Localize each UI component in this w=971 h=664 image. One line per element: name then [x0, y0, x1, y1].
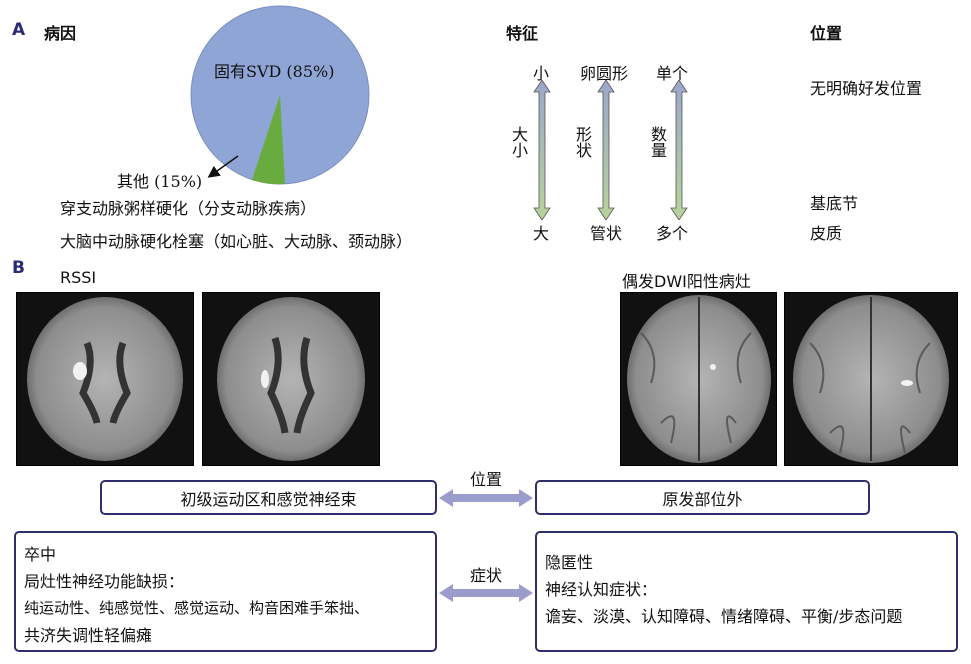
- dwi-symptom-line-1: 隐匿性: [545, 553, 594, 572]
- feature-shape-top: 卵圆形: [580, 64, 629, 83]
- dwi-symptom-line-3: 谵妄、淡漠、认知障碍、情绪障碍、平衡/步态问题: [545, 607, 903, 626]
- dwi-location-text: 原发部位外: [662, 489, 743, 509]
- rssi-symptom-line-2: 局灶性神经功能缺损：: [24, 572, 185, 591]
- location-cortex: 皮质: [810, 224, 843, 243]
- cause-header: 病因: [44, 24, 77, 43]
- features-header: 特征: [506, 24, 539, 43]
- rssi-symptom-line-4: 共济失调性轻偏瘫: [24, 626, 153, 645]
- symptom-compare-label: 症状: [470, 566, 503, 585]
- cause-item-1: 穿支动脉粥样硬化（分支动脉疾病）: [60, 199, 317, 218]
- pie-main-label: 固有SVD (85%): [214, 62, 335, 81]
- feature-size-top: 小: [533, 64, 550, 83]
- rssi-symptom-line-1: 卒中: [24, 545, 57, 564]
- rssi-symptom-line-3: 纯运动性、纯感觉性、感觉运动、构音困难手笨拙、: [24, 599, 370, 617]
- feature-size-arrow: [533, 80, 551, 220]
- rssi-location-box: 初级运动区和感觉神经束: [100, 480, 437, 515]
- feature-shape-axis: 形状: [573, 126, 592, 158]
- cause-pie-chart: [190, 5, 370, 185]
- cause-item-2: 大脑中动脉硬化栓塞（如心脏、大动脉、颈动脉）: [60, 232, 413, 251]
- feature-number-top: 单个: [656, 64, 689, 83]
- feature-number-arrow: [670, 80, 688, 220]
- mri-dwi-image-1: [620, 292, 777, 466]
- mri-rssi-image-1: [16, 292, 194, 466]
- rssi-symptom-box: 卒中 局灶性神经功能缺损： 纯运动性、纯感觉性、感觉运动、构音困难手笨拙、 共济…: [14, 531, 437, 652]
- feature-size-bottom: 大: [533, 224, 550, 243]
- dwi-symptom-line-2: 神经认知症状：: [545, 580, 658, 599]
- dwi-location-box: 原发部位外: [535, 480, 870, 515]
- panel-b-letter: B: [12, 258, 25, 278]
- other-pointer-arrow: [207, 155, 239, 178]
- location-none: 无明确好发位置: [810, 79, 923, 98]
- symptom-double-arrow: [439, 584, 533, 602]
- pie-other-label: 其他 (15%): [117, 172, 203, 191]
- mri-rssi-image-2: [202, 292, 380, 466]
- pie-slice-other: [252, 95, 285, 185]
- feature-shape-arrow: [597, 80, 615, 220]
- feature-size-axis: 大小: [509, 126, 528, 158]
- location-basal-ganglia: 基底节: [810, 194, 859, 213]
- location-header: 位置: [810, 24, 843, 43]
- rssi-location-text: 初级运动区和感觉神经束: [180, 489, 357, 509]
- location-double-arrow: [439, 489, 533, 507]
- feature-number-axis: 数量: [648, 126, 667, 158]
- feature-number-bottom: 多个: [656, 224, 689, 243]
- location-compare-label: 位置: [470, 470, 503, 489]
- feature-shape-bottom: 管状: [590, 224, 623, 243]
- panel-a-letter: A: [12, 20, 26, 40]
- dwi-title: 偶发DWI阳性病灶: [622, 272, 751, 291]
- mri-dwi-image-2: [784, 292, 958, 466]
- rssi-title: RSSI: [60, 268, 97, 287]
- dwi-symptom-box: 隐匿性 神经认知症状： 谵妄、淡漠、认知障碍、情绪障碍、平衡/步态问题: [535, 531, 958, 652]
